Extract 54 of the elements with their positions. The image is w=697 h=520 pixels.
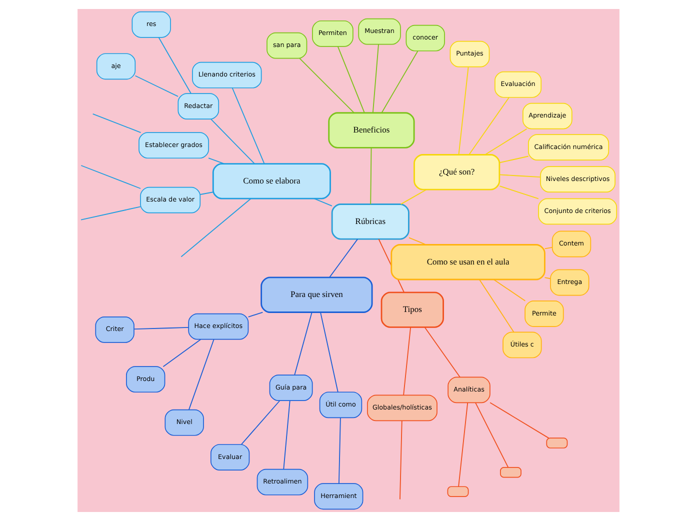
connector xyxy=(479,278,514,332)
connector xyxy=(372,43,379,113)
connector xyxy=(162,338,202,367)
connector xyxy=(294,311,312,375)
connector xyxy=(208,157,225,164)
connector xyxy=(400,188,427,204)
connector xyxy=(210,118,255,164)
connector xyxy=(458,66,469,155)
connector xyxy=(248,311,264,317)
connector xyxy=(134,326,189,330)
connector xyxy=(329,238,358,278)
connector xyxy=(283,400,290,470)
connector xyxy=(314,198,332,206)
connector xyxy=(544,276,551,279)
connector xyxy=(180,198,252,257)
connector xyxy=(232,87,265,164)
connector xyxy=(320,311,338,392)
connector xyxy=(484,128,528,155)
connector xyxy=(188,338,214,410)
connector xyxy=(499,185,539,199)
connector xyxy=(403,326,412,395)
connector xyxy=(92,112,142,132)
connector xyxy=(499,174,541,178)
connector xyxy=(493,278,526,301)
connector xyxy=(424,326,460,378)
node-box: Rúbricas xyxy=(331,203,410,240)
connector xyxy=(499,155,529,163)
connector xyxy=(80,206,141,220)
connector xyxy=(490,402,550,438)
node-box: ¿Qué son? xyxy=(414,154,500,190)
node-box: Tipos xyxy=(380,291,444,328)
connector xyxy=(458,402,468,486)
node-box xyxy=(447,486,469,496)
connector xyxy=(370,146,372,204)
node-box: Para que sirven xyxy=(260,276,373,312)
connector xyxy=(381,50,418,113)
connector xyxy=(200,191,214,194)
connector xyxy=(241,400,280,444)
connector xyxy=(158,36,192,94)
node-box xyxy=(500,466,522,478)
connector xyxy=(544,246,552,249)
connector xyxy=(408,236,426,245)
node-box: Como se elabora xyxy=(212,162,331,199)
connector xyxy=(468,96,510,155)
connector xyxy=(338,416,341,484)
node-box xyxy=(546,437,568,448)
node-box: Como se usan en el aula xyxy=(390,244,546,280)
node-box: Beneficios xyxy=(328,112,415,148)
connector xyxy=(337,46,365,113)
connector xyxy=(475,402,509,468)
connector xyxy=(400,420,402,500)
connector xyxy=(80,164,141,188)
connector xyxy=(299,57,354,113)
connector xyxy=(134,74,178,96)
